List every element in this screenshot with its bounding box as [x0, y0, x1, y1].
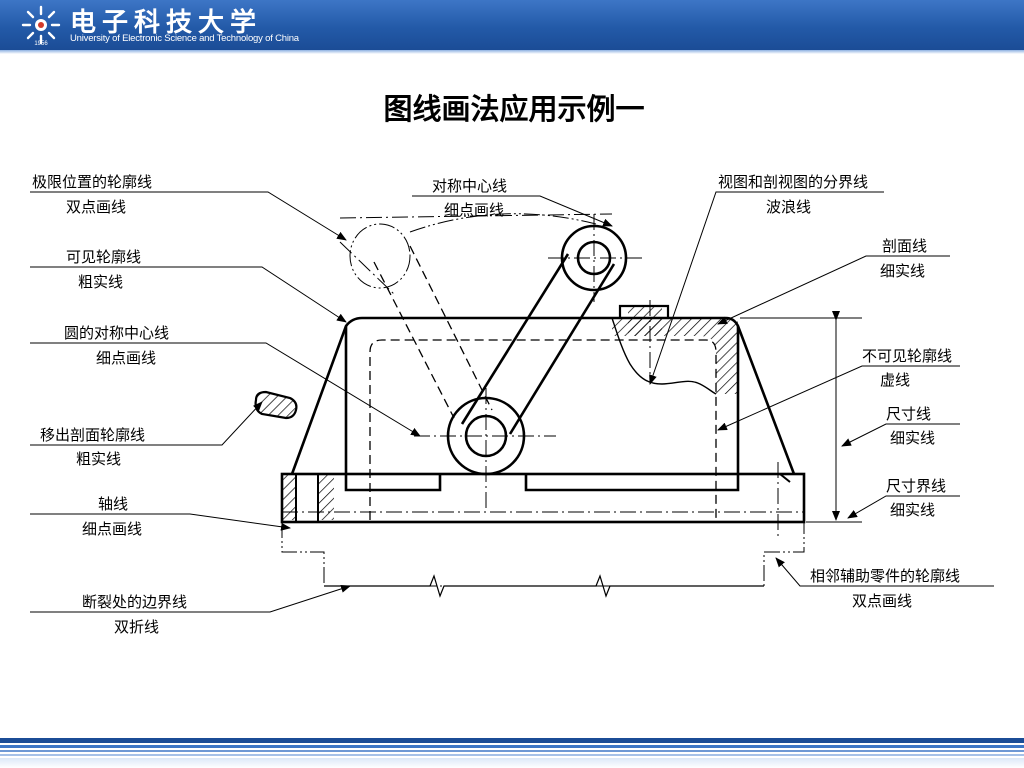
dimension-lines [740, 311, 862, 523]
label-hidden-outline-type: 虚线 [880, 371, 910, 389]
removed-section [255, 392, 297, 418]
label-view-section-boundary: 视图和剖视图的分界线 [718, 173, 868, 191]
label-dim-line: 尺寸线 [886, 405, 931, 423]
label-adjacent-part-type: 双点画线 [852, 592, 912, 610]
svg-text:1956: 1956 [34, 41, 48, 46]
header-bar [0, 0, 1024, 50]
label-visible-outline-type: 粗实线 [78, 273, 123, 291]
label-circle-centerline: 圆的对称中心线 [64, 324, 169, 342]
footer-bar [0, 738, 1024, 768]
label-break-boundary: 断裂处的边界线 [82, 593, 187, 611]
slide-title: 图线画法应用示例一 [383, 92, 645, 126]
label-sym-centerline-type: 细点画线 [444, 201, 504, 219]
label-visible-outline: 可见轮廓线 [66, 248, 141, 266]
header-rule [0, 50, 1024, 54]
label-removed-section-type: 粗实线 [76, 450, 121, 468]
label-ext-line: 尺寸界线 [886, 477, 946, 495]
label-limit-position: 极限位置的轮廓线 [32, 173, 152, 191]
university-name-en: University of Electronic Science and Tec… [70, 33, 299, 44]
label-adjacent-part: 相邻辅助零件的轮廓线 [810, 567, 960, 585]
callout-labels: 极限位置的轮廓线 双点画线 可见轮廓线 粗实线 圆的对称中心线 细点画线 移出剖… [32, 173, 960, 636]
university-name-cn: 电子科技大学 [70, 8, 263, 38]
label-break-boundary-type: 双折线 [114, 618, 159, 636]
label-axis: 轴线 [98, 495, 128, 513]
label-circle-centerline-type: 细点画线 [96, 349, 156, 367]
line-types-drawing: 极限位置的轮廓线 双点画线 可见轮廓线 粗实线 圆的对称中心线 细点画线 移出剖… [30, 173, 994, 636]
label-limit-position-type: 双点画线 [66, 198, 126, 216]
section-hatching [255, 306, 738, 520]
hidden-lines [369, 245, 717, 520]
university-emblem-icon: 1956 [21, 5, 61, 46]
label-sym-centerline: 对称中心线 [432, 177, 507, 195]
label-view-section-boundary-type: 波浪线 [766, 198, 811, 216]
label-ext-line-type: 细实线 [890, 501, 935, 519]
label-dim-line-type: 细实线 [890, 429, 935, 447]
leader-lines [30, 191, 994, 613]
label-removed-section: 移出剖面轮廓线 [40, 426, 145, 444]
label-section-line: 剖面线 [882, 237, 927, 255]
label-hidden-outline: 不可见轮廓线 [862, 347, 952, 365]
label-section-line-type: 细实线 [880, 262, 925, 280]
break-line [324, 574, 764, 598]
label-axis-type: 细点画线 [82, 520, 142, 538]
